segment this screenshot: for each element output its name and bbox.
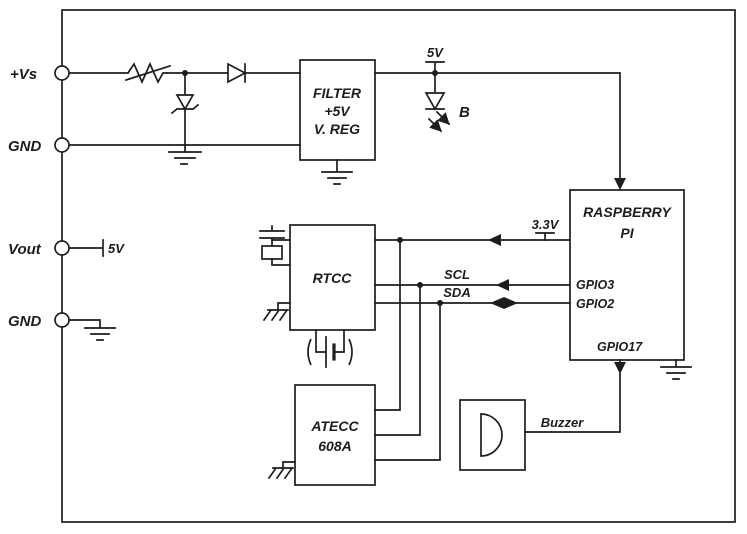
arrow-sda-right xyxy=(504,297,518,309)
led-emission-arrow xyxy=(435,110,451,126)
wire-5v-rail xyxy=(374,72,621,179)
atecc-block: ATECC 608A xyxy=(267,237,443,486)
arrow-scl-left xyxy=(496,279,509,291)
battery-wires xyxy=(315,329,345,368)
raspberry-pi-block: RASPBERRY PI GPIO3 GPIO2 GPIO17 xyxy=(569,189,692,380)
raspberry-pi-label-1: RASPBERRY xyxy=(583,204,672,220)
crystal-symbol xyxy=(261,245,283,260)
scl-label: SCL xyxy=(444,267,470,282)
terminal-gnd-top-label: GND xyxy=(8,138,42,155)
atecc-outline xyxy=(294,384,376,486)
buzzer-speaker-dome xyxy=(480,413,503,457)
zener-cathode-bar xyxy=(170,103,200,115)
diode-symbol xyxy=(227,62,247,84)
ground-symbol-bottom xyxy=(68,319,116,341)
output-section: 5V xyxy=(68,239,125,341)
rtcc-label: RTCC xyxy=(313,270,353,286)
junction-dot xyxy=(437,300,443,306)
terminal-vs-label: +Vs xyxy=(10,66,37,83)
arrow-sda-left xyxy=(490,297,504,309)
ground-symbol-atecc xyxy=(267,461,296,480)
wire-atecc-sda xyxy=(374,302,441,461)
terminal-gnd-bottom-pad xyxy=(54,312,70,328)
fuse-strike xyxy=(124,64,172,82)
pin-label-gpio3: GPIO3 xyxy=(576,278,614,292)
zener-diode-symbol xyxy=(175,94,195,111)
rtcc-block: RTCC xyxy=(259,224,376,368)
ground-symbol-rtcc xyxy=(262,302,291,322)
terminal-gnd-top-pad xyxy=(54,137,70,153)
crystal-wires xyxy=(271,239,291,266)
arrow-into-pi xyxy=(614,178,626,190)
atecc-label-1: ATECC xyxy=(310,418,359,434)
pin-label-gpio17: GPIO17 xyxy=(597,340,643,354)
buzzer-label: Buzzer xyxy=(541,415,585,430)
terminal-vout-label: Vout xyxy=(8,241,42,258)
filter-label-1: FILTER xyxy=(313,85,362,101)
wire-atecc-scl xyxy=(374,284,421,436)
fuse-symbol xyxy=(127,61,168,85)
buzzer-outline xyxy=(459,399,526,471)
atecc-label-2: 608A xyxy=(318,438,351,454)
five-volt-rail: 5V B xyxy=(374,45,626,190)
vout-5v-tap xyxy=(68,239,104,257)
ground-symbol-zener xyxy=(168,151,202,165)
filter-block: FILTER +5V V. REG xyxy=(299,59,376,185)
raspberry-pi-label-2: PI xyxy=(620,225,634,241)
led-label: B xyxy=(459,104,470,121)
rtcc-outline xyxy=(289,224,376,331)
battery-holder-arcs xyxy=(307,338,353,366)
junction-dot xyxy=(182,70,188,76)
junction-dot xyxy=(417,282,423,288)
i2c-bus: 3.3V SCL SDA xyxy=(374,217,571,309)
filter-label-2: +5V xyxy=(324,103,351,119)
raspberry-pi-outline xyxy=(569,189,685,361)
sda-label: SDA xyxy=(443,285,470,300)
board-outline xyxy=(61,9,736,523)
arrow-gpio17-down xyxy=(614,362,626,374)
terminal-gnd-bottom-label: GND xyxy=(8,313,42,330)
wire-atecc-3v3 xyxy=(374,239,401,411)
rail-3v3-label: 3.3V xyxy=(532,217,560,232)
led-emission-arrow xyxy=(427,117,443,133)
pin-label-gpio2: GPIO2 xyxy=(576,297,614,311)
terminal-vs-pad xyxy=(54,65,70,81)
wire-gpio17-buzzer xyxy=(524,359,621,433)
rail-5v-label: 5V xyxy=(427,45,444,60)
arrow-3v3-left xyxy=(488,234,501,246)
terminal-vout-pad xyxy=(54,240,70,256)
terminals: +Vs GND Vout GND xyxy=(8,65,70,330)
buzzer-section: Buzzer xyxy=(459,359,626,471)
ground-symbol-pi xyxy=(660,359,692,380)
capacitor-symbol xyxy=(259,225,285,241)
vout-5v-label: 5V xyxy=(108,241,125,256)
junction-dot xyxy=(397,237,403,243)
ground-symbol-filter xyxy=(321,159,353,185)
power-input-path xyxy=(68,61,301,165)
power-tap-3v3 xyxy=(535,232,555,241)
led-symbol xyxy=(424,92,446,111)
filter-label-3: V. REG xyxy=(314,121,360,137)
